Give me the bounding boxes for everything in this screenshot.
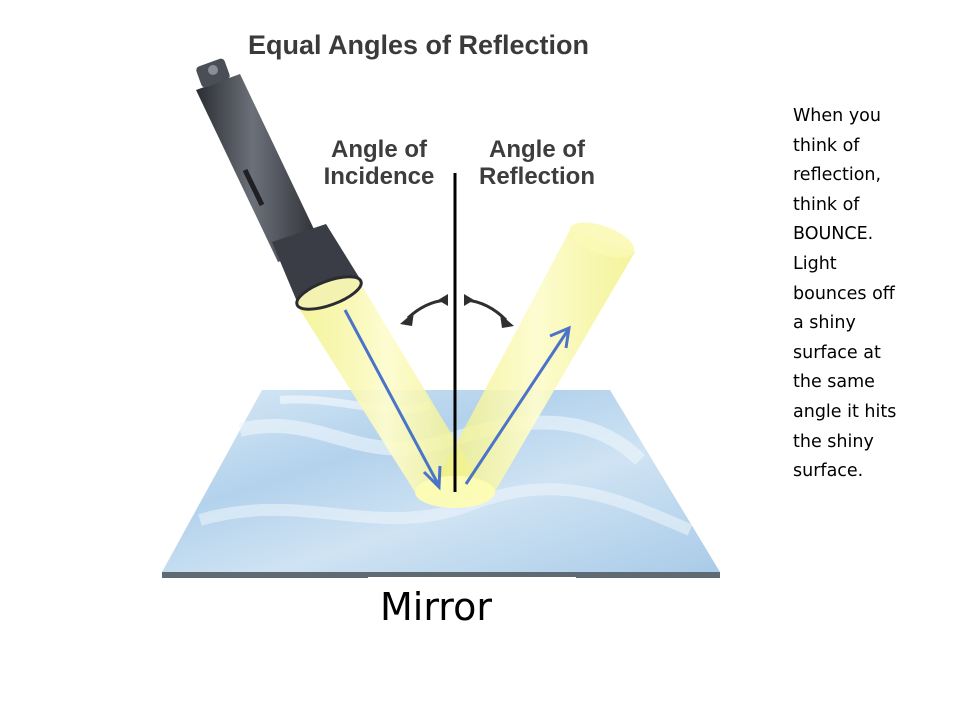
note-line: the same xyxy=(793,372,875,393)
mirror-label-box: Mirror xyxy=(368,577,576,639)
note-line: bounces off xyxy=(793,283,895,304)
reflection-explanation: When you think of reflection, think of B… xyxy=(793,102,943,487)
note-line: surface. xyxy=(793,461,864,482)
mirror-label: Mirror xyxy=(380,585,492,629)
note-line: reflection, xyxy=(793,165,882,186)
angle-of-incidence-label: Angle of Incidence xyxy=(304,136,454,190)
note-line: BOUNCE. xyxy=(793,224,874,245)
reflected-ray-arrow xyxy=(464,325,571,485)
angle-of-incidence-line-2: Incidence xyxy=(323,163,435,190)
angle-of-reflection-line-2: Reflection xyxy=(478,163,595,190)
incident-beam xyxy=(295,286,478,500)
curved-arrow-icon xyxy=(406,298,508,322)
note-line: think of xyxy=(793,135,860,156)
angle-of-incidence-line-1: Angle of xyxy=(331,136,427,163)
note-line: think of xyxy=(793,194,860,215)
note-line: the shiny xyxy=(793,431,874,452)
note-line: When you xyxy=(793,106,881,126)
flashlight-icon xyxy=(196,58,363,311)
curved-arrow-heads xyxy=(400,294,514,328)
note-line: angle it hits xyxy=(793,401,897,422)
angle-of-reflection-label: Angle of Reflection xyxy=(462,136,612,190)
incident-ray-arrow xyxy=(343,309,442,491)
note-line: Light xyxy=(793,253,837,274)
diagram-title: Equal Angles of Reflection xyxy=(248,30,590,60)
note-line: a shiny xyxy=(793,313,856,334)
note-line: surface at xyxy=(793,342,881,363)
reflected-beam xyxy=(438,222,635,500)
angle-of-reflection-line-1: Angle of xyxy=(489,136,585,163)
